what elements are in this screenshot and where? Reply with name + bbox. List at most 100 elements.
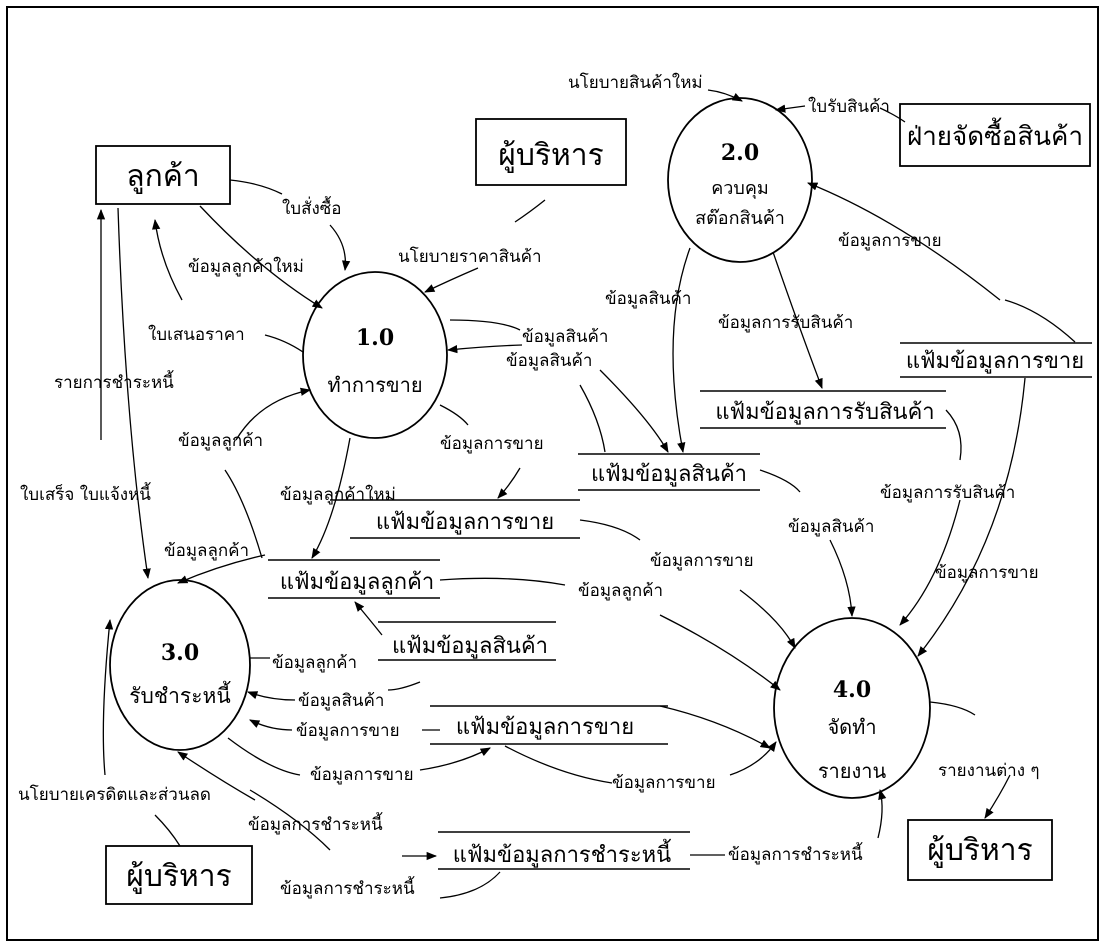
flow-exec-to-price-policy xyxy=(514,199,546,223)
store-customer-label: แฟ้มข้อมูลลูกค้า xyxy=(280,570,434,595)
entity-executive-bottom-right: ผู้บริหาร xyxy=(907,819,1053,881)
process-4: 4.0 จัดทำ รายงาน xyxy=(773,617,931,799)
flow-receiving-p4-a xyxy=(945,409,962,461)
label-sales-data-low-p4: ข้อมูลการขาย xyxy=(612,773,716,793)
label-debt-list: รายการชำระหนี้ xyxy=(54,370,174,393)
label-product-data-p2-out: ข้อมูลสินค้า xyxy=(605,289,691,309)
store-customer: แฟ้มข้อมูลลูกค้า xyxy=(268,559,440,599)
process-4-name-line1: จัดทำ xyxy=(827,715,876,739)
flow-product-p3-b xyxy=(387,681,421,691)
process-1-number: 1.0 xyxy=(356,325,394,351)
flow-sales-mid-p4-b xyxy=(739,589,796,649)
flow-quotation-b xyxy=(264,334,304,353)
entity-executive-bottom-left: ผู้บริหาร xyxy=(105,845,253,905)
label-product-data-p4: ข้อมูลสินค้า xyxy=(788,517,874,537)
flow-new-product-policy xyxy=(707,89,743,102)
label-product-data-p3: ข้อมูลสินค้า xyxy=(298,691,384,711)
flow-product-p3 xyxy=(247,691,296,701)
flow-p1-sales-b xyxy=(497,467,521,499)
store-debt-payment-label: แฟ้มข้อมูลการชำระหนี้ xyxy=(453,839,672,868)
label-sales-data-p3-out: ข้อมูลการขาย xyxy=(310,765,414,785)
flow-quotation-a xyxy=(152,218,183,301)
store-product-top-label: แฟ้มข้อมูลสินค้า xyxy=(591,462,747,487)
process-4-name-line2: รายงาน xyxy=(818,759,887,783)
flow-p3-sales-out-b xyxy=(419,747,491,771)
flow-product-p4-b xyxy=(829,539,856,618)
flow-p2-product xyxy=(672,247,691,454)
label-credit-policy: นโยบายเครดิตและส่วนลด xyxy=(18,784,211,805)
flow-p1-sales-a xyxy=(439,404,469,426)
process-2: 2.0 ควบคุม สต๊อกสินค้า xyxy=(667,97,813,263)
label-receiving-data-p4: ข้อมูลการรับสินค้า xyxy=(880,483,1015,503)
label-customer-data-p1: ข้อมูลลูกค้า xyxy=(178,431,263,451)
flow-product-mid-up xyxy=(354,601,383,636)
store-product-top: แฟ้มข้อมูลสินค้า xyxy=(578,453,760,491)
label-new-customer-data-mid: ข้อมูลลูกค้าใหม่ xyxy=(280,484,396,505)
flow-debt-payment-store-b xyxy=(439,871,501,899)
entity-executive-top-label: ผู้บริหาร xyxy=(498,138,603,173)
store-receiving-label: แฟ้มข้อมูลการรับสินค้า xyxy=(715,400,934,425)
label-sales-data-p2-p4: ข้อมูลการขาย xyxy=(935,563,1039,583)
process-2-name-line2: สต๊อกสินค้า xyxy=(695,208,785,229)
flow-credit-policy-b xyxy=(154,814,181,847)
flow-debt-p4-b xyxy=(877,788,887,839)
flow-p4-reports-a xyxy=(929,701,976,716)
flow-p1-product-a xyxy=(449,319,521,331)
flow-sales-p3-in xyxy=(249,719,293,731)
entity-customer-label: ลูกค้า xyxy=(126,159,199,194)
flow-p2-receiving xyxy=(772,251,823,389)
flow-goods-receipt-a xyxy=(774,104,806,113)
flow-customer-p4-b xyxy=(659,614,781,691)
flow-labels: นโยบายสินค้าใหม่ ใบรับสินค้า ใบสั่งซื้อ … xyxy=(18,72,1040,899)
store-sales-top-right: แฟ้มข้อมูลการขาย xyxy=(900,342,1092,378)
flow-sales-tr-p4 xyxy=(917,377,1026,657)
label-customer-data-p3-b: ข้อมูลลูกค้า xyxy=(272,653,357,673)
store-sales-mid-label: แฟ้มข้อมูลการขาย xyxy=(376,510,554,535)
flow-customer-to-p1-b xyxy=(224,469,263,559)
label-debt-payment-p4: ข้อมูลการชำระหนี้ xyxy=(728,842,863,865)
process-2-number: 2.0 xyxy=(721,140,759,166)
label-price-policy: นโยบายราคาสินค้า xyxy=(398,246,542,267)
flow-po-to-p1 xyxy=(329,224,351,272)
process-1-name: ทำการขาย xyxy=(327,373,422,397)
flow-sales-low-p4-a xyxy=(504,745,613,784)
flow-sales-data-p2 xyxy=(807,182,1001,301)
label-sales-data-p3-in: ข้อมูลการขาย xyxy=(296,721,400,741)
flow-price-policy-to-p1 xyxy=(424,267,479,293)
flow-p3-sales-out-a xyxy=(227,737,301,776)
flow-goods-receipt-b xyxy=(879,107,906,123)
label-sales-data-p2: ข้อมูลการขาย xyxy=(838,231,942,251)
store-debt-payment: แฟ้มข้อมูลการชำระหนี้ xyxy=(438,831,690,870)
flow-customer-p4-a xyxy=(439,577,566,586)
store-sales-low-label: แฟ้มข้อมูลการขาย xyxy=(456,715,634,740)
label-reports: รายงานต่าง ๆ xyxy=(938,761,1040,781)
label-receiving-data-p2-out: ข้อมูลการรับสินค้า xyxy=(718,313,853,333)
process-3-number: 3.0 xyxy=(161,640,199,666)
flow-p1-product-b xyxy=(599,369,669,453)
entity-executive-bottom-left-label: ผู้บริหาร xyxy=(126,859,231,894)
flow-customer-store-p3 xyxy=(177,554,266,584)
entity-executive-bottom-right-label: ผู้บริหาร xyxy=(927,833,1032,868)
store-sales-top-right-label: แฟ้มข้อมูลการขาย xyxy=(906,349,1084,374)
store-product-mid: แฟ้มข้อมูลสินค้า xyxy=(378,621,556,661)
label-sales-data-store-p4: ข้อมูลการขาย xyxy=(650,551,754,571)
store-sales-mid: แฟ้มข้อมูลการขาย xyxy=(330,499,580,539)
label-receipt-invoice: ใบเสร็จ ใบแจ้งหนี้ xyxy=(20,482,151,505)
flow-receiving-p4-b xyxy=(899,499,961,626)
label-purchase-order: ใบสั่งซื้อ xyxy=(282,196,342,219)
flow-customer-po xyxy=(229,179,283,195)
entity-executive-top: ผู้บริหาร xyxy=(475,118,627,186)
flow-p4-reports-b xyxy=(984,774,1011,819)
diagram-frame xyxy=(6,6,1099,941)
process-3: 3.0 รับชำระหนี้ xyxy=(109,579,251,751)
entity-customer: ลูกค้า xyxy=(95,145,231,205)
flow-debt-payment-a xyxy=(177,751,256,801)
store-product-mid-label: แฟ้มข้อมูลสินค้า xyxy=(392,634,548,659)
process-3-name: รับชำระหนี้ xyxy=(129,681,231,708)
flow-sales-mid-p4-a xyxy=(579,519,641,541)
label-new-product-policy: นโยบายสินค้าใหม่ xyxy=(568,72,703,93)
store-sales-low: แฟ้มข้อมูลการขาย xyxy=(430,705,668,745)
label-goods-receipt: ใบรับสินค้า xyxy=(808,96,890,117)
flow-debt-payment-b xyxy=(249,789,331,851)
